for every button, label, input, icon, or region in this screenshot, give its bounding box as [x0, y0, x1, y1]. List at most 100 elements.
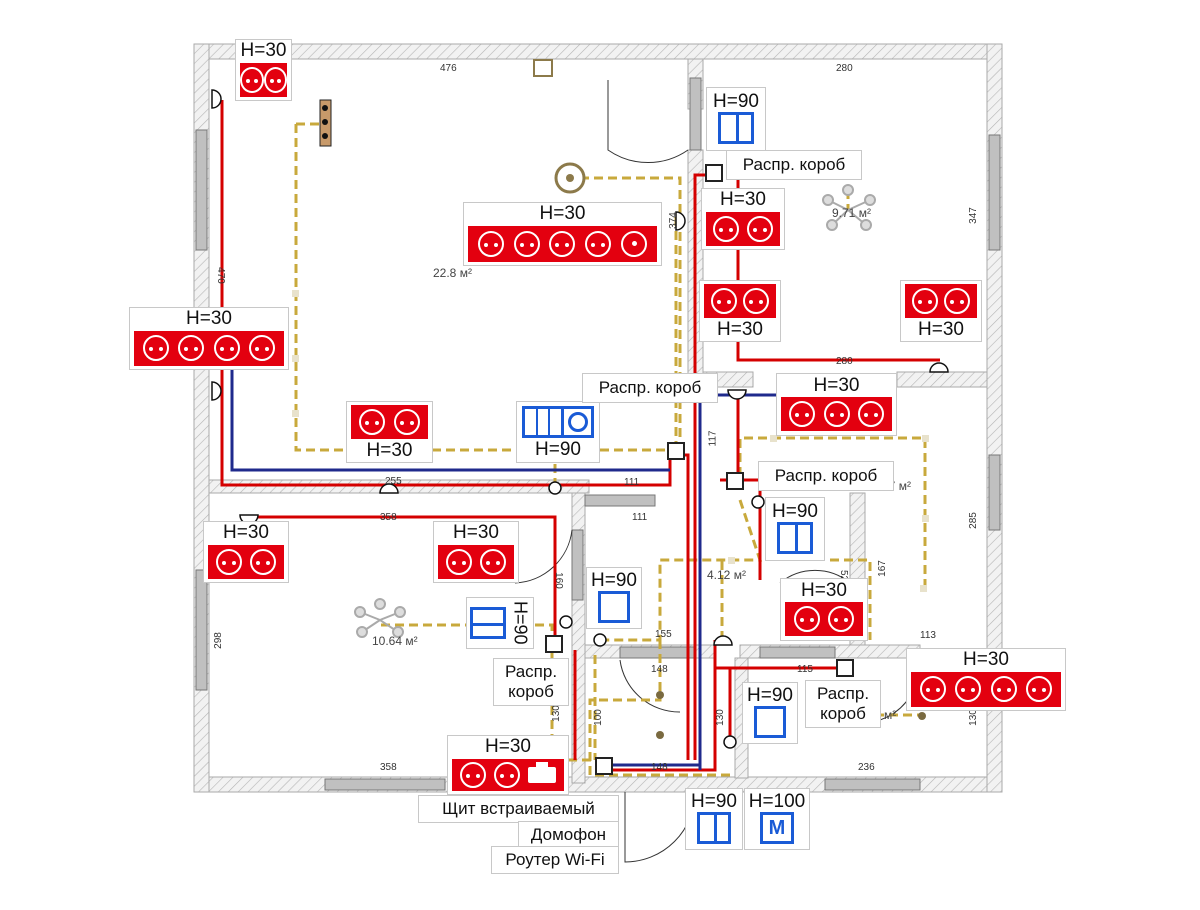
- height-label-sw-hall: H=90: [772, 500, 818, 522]
- socket-icon: [393, 409, 420, 436]
- socket-icon: [494, 761, 520, 788]
- socket-strip-j: [438, 544, 514, 579]
- socket-icon: [460, 761, 486, 788]
- socket-icon: [857, 401, 884, 428]
- dim-470: 470: [214, 267, 226, 284]
- height-label-e: H=30: [720, 189, 766, 211]
- socket-icon: [359, 409, 386, 436]
- height-label-g: H=30: [918, 319, 964, 341]
- height-label-intercom: H=100: [748, 790, 806, 812]
- switch-group-wc[interactable]: H=90: [742, 682, 798, 744]
- switch-group-bedroom-right[interactable]: H=90: [706, 87, 766, 151]
- dim-236: 236: [858, 762, 875, 773]
- socket-icon: [621, 230, 648, 257]
- socket-icon: [1025, 676, 1052, 703]
- socket-group-e[interactable]: H=30: [701, 188, 785, 250]
- junction-text-1: Распр.: [504, 662, 558, 682]
- socket-group-a[interactable]: H=30: [235, 39, 292, 101]
- area-bedroom-left: 10.64 м²: [372, 634, 418, 648]
- switch-icon: [697, 812, 731, 845]
- dim-148-top: 148: [651, 664, 668, 675]
- dim-347: 347: [967, 207, 979, 224]
- intercom-icon: M: [760, 812, 794, 845]
- switch-group-entry[interactable]: H=90: [685, 788, 743, 850]
- socket-icon: [920, 676, 947, 703]
- dim-148-bottom: 148: [651, 762, 668, 773]
- socket-strip-i: [208, 544, 284, 579]
- socket-strip-e: [706, 211, 780, 246]
- socket-strip-h: [781, 397, 892, 432]
- socket-strip-a: [240, 62, 287, 97]
- socket-strip-g: [905, 284, 977, 319]
- junction-label-1: Распр. короб: [726, 150, 862, 180]
- switch-group-living[interactable]: H=90: [516, 401, 600, 463]
- socket-icon: [955, 676, 982, 703]
- switch-living-icon: [522, 406, 594, 439]
- switch-group-corridor[interactable]: H=90: [586, 567, 642, 629]
- socket-group-l[interactable]: H=30: [906, 648, 1066, 711]
- dim-255: 255: [385, 476, 402, 487]
- socket-icon: [250, 548, 276, 575]
- junction-text: Распр. короб: [774, 466, 878, 486]
- socket-group-f[interactable]: H=30: [699, 280, 781, 342]
- socket-strip-f: [704, 284, 776, 319]
- socket-icon: [446, 548, 472, 575]
- socket-icon: [477, 230, 504, 257]
- height-label-sw-entry: H=90: [691, 790, 737, 812]
- area-hall: 4.12 м²: [707, 568, 746, 582]
- socket-icon: [178, 335, 205, 362]
- dim-358-top: 358: [380, 512, 397, 523]
- socket-icon: [828, 606, 855, 633]
- socket-group-b[interactable]: H=30: [463, 202, 662, 266]
- dim-113: 113: [920, 630, 936, 641]
- socket-icon: [990, 676, 1017, 703]
- network-socket-icon: [528, 761, 556, 783]
- socket-group-g[interactable]: H=30: [900, 280, 982, 342]
- switch-group-hall[interactable]: H=90: [765, 497, 825, 561]
- dim-130-right: 130: [967, 709, 979, 726]
- socket-group-h[interactable]: H=30: [776, 373, 897, 436]
- wall-symbols: [211, 89, 949, 749]
- switch-icon: [777, 522, 813, 555]
- dim-280-mid: 280: [836, 356, 853, 367]
- height-label-sw-bl: H=90: [510, 601, 531, 645]
- socket-group-panel[interactable]: H=30: [447, 735, 569, 795]
- socket-strip-c: [134, 330, 284, 366]
- socket-icon: [911, 288, 938, 315]
- dim-117: 117: [707, 430, 719, 447]
- junction-text: Распр. короб: [598, 378, 702, 398]
- panel-label: Щит встраиваемый: [418, 795, 619, 823]
- height-label-panel: H=30: [485, 736, 531, 757]
- socket-icon: [585, 230, 612, 257]
- dim-130-left: 130: [550, 705, 562, 722]
- socket-group-j[interactable]: H=30: [433, 521, 519, 583]
- intercom-label: Домофон: [518, 821, 619, 848]
- windows: [195, 77, 1001, 791]
- dim-280-top: 280: [836, 63, 853, 74]
- socket-strip-panel: [452, 758, 564, 791]
- socket-strip-d: [351, 405, 428, 440]
- junction-label-3: Распр. короб: [758, 461, 894, 491]
- socket-group-c[interactable]: H=30: [129, 307, 289, 370]
- dim-298: 298: [212, 632, 224, 649]
- socket-icon: [746, 215, 773, 242]
- socket-icon: [713, 215, 740, 242]
- socket-group-k[interactable]: H=30: [780, 578, 868, 641]
- dim-167: 167: [876, 560, 888, 577]
- height-label-d: H=30: [366, 440, 413, 462]
- socket-icon: [213, 335, 240, 362]
- height-label-j: H=30: [453, 522, 499, 544]
- switch-group-bedroom-left[interactable]: H=90: [466, 597, 534, 649]
- junction-text-1: Распр.: [816, 684, 870, 704]
- switch-group-intercom[interactable]: H=100 M: [744, 788, 810, 850]
- socket-group-d[interactable]: H=30: [346, 401, 433, 463]
- junction-text-2: короб: [508, 682, 554, 701]
- socket-icon: [793, 606, 820, 633]
- dim-476: 476: [440, 63, 457, 74]
- socket-group-i[interactable]: H=30: [203, 521, 289, 583]
- height-label-h: H=30: [813, 374, 860, 396]
- socket-icon: [143, 335, 170, 362]
- dim-100: 100: [592, 709, 604, 726]
- socket-strip-b: [468, 225, 657, 262]
- height-label-b: H=30: [539, 203, 586, 225]
